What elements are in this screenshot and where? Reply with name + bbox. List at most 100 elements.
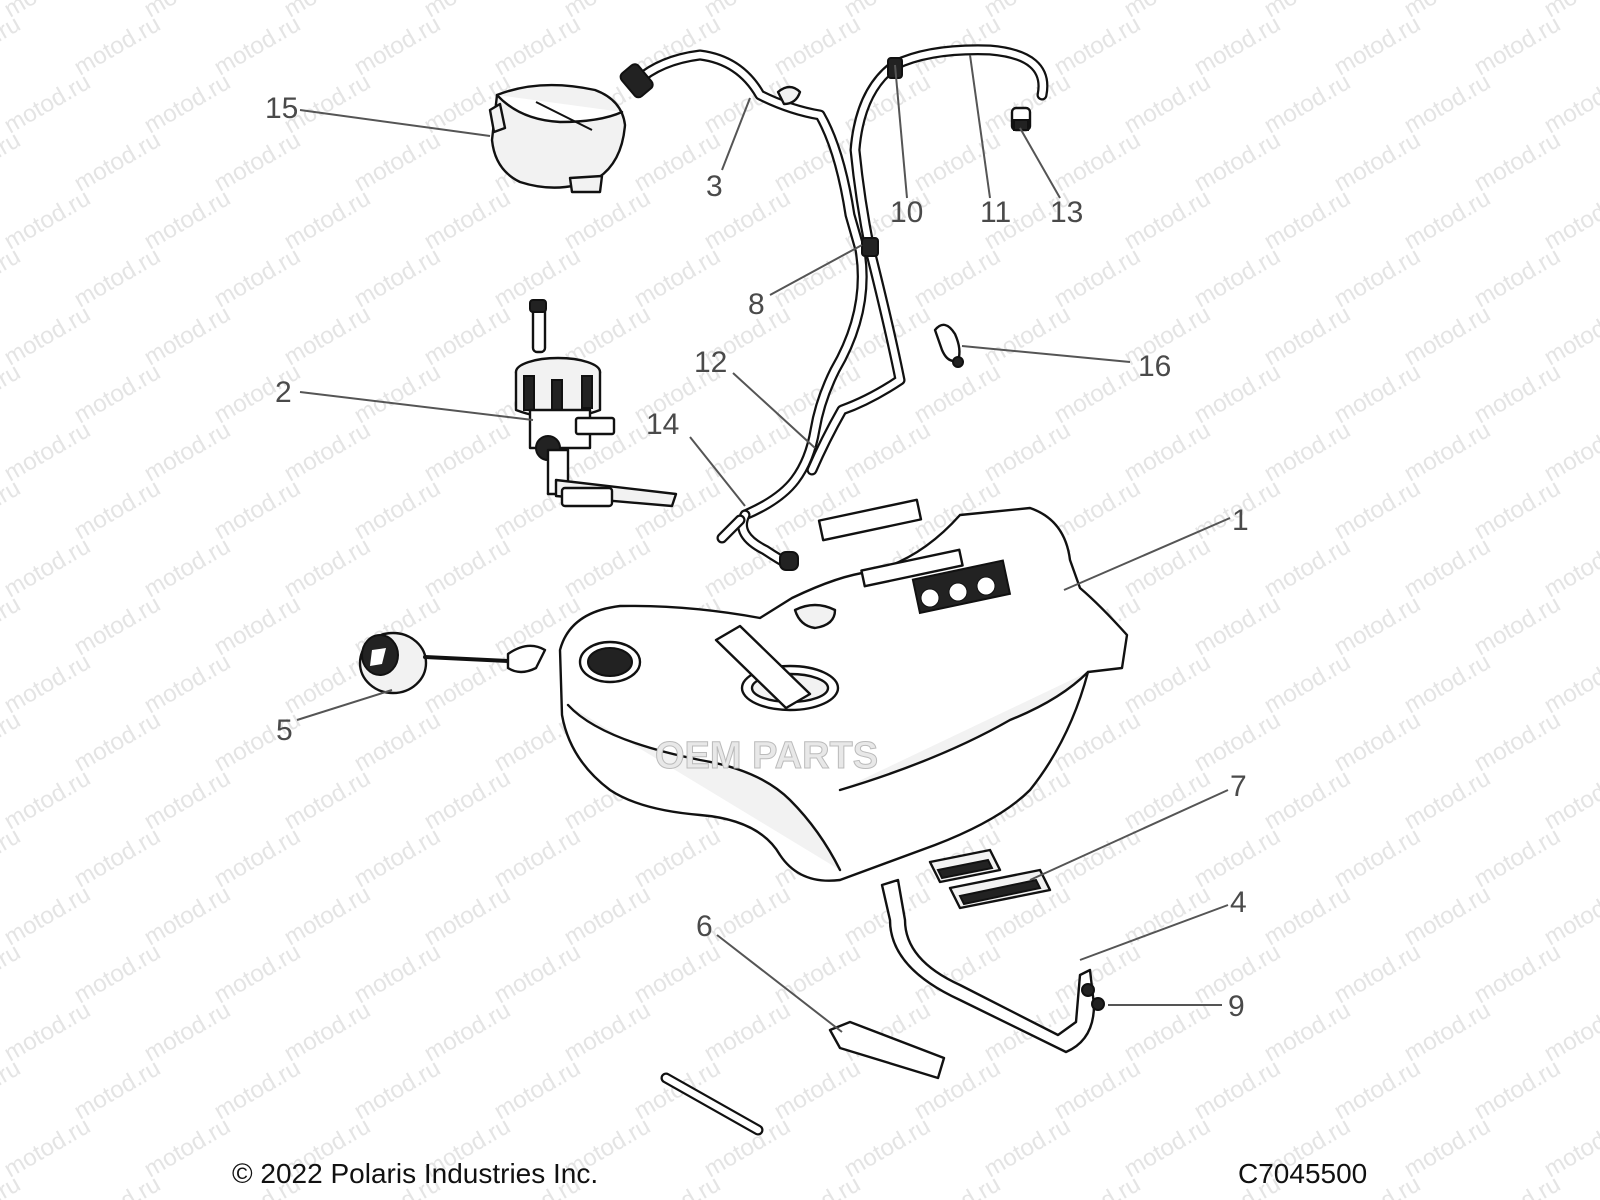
callout-5: 5	[276, 714, 293, 747]
watermark-text: motod.ru	[140, 68, 236, 139]
copyright-text: © 2022 Polaris Industries Inc.	[232, 1158, 599, 1189]
leader-7	[1029, 789, 1229, 881]
leader-8	[769, 244, 863, 296]
watermark-text: motod.ru	[770, 10, 866, 81]
watermark-text: motod.ru	[350, 10, 446, 81]
watermark-text: motod.ru	[0, 1054, 25, 1125]
watermark-text: motod.ru	[0, 706, 25, 777]
watermark-text: motod.ru	[1260, 648, 1356, 719]
watermark-text: motod.ru	[1330, 126, 1426, 197]
leader-13	[1019, 127, 1061, 199]
watermark-text: motod.ru	[70, 474, 166, 545]
watermark-text: motod.ru	[1050, 126, 1146, 197]
watermark-text: motod.ru	[210, 10, 306, 81]
rod-part	[660, 1072, 764, 1136]
watermark-text: motod.ru	[70, 1170, 166, 1200]
watermark-text: motod.ru	[70, 242, 166, 313]
leader-12	[732, 372, 816, 449]
watermark-text: motod.ru	[0, 242, 25, 313]
watermark-text: motod.ru	[980, 1112, 1076, 1183]
leader-15	[299, 109, 491, 137]
watermark-text: motod.ru	[140, 1112, 236, 1183]
callout-3: 3	[706, 170, 723, 203]
watermark-text: motod.ru	[910, 358, 1006, 429]
watermark-text: motod.ru	[140, 880, 236, 951]
callout-14: 14	[646, 408, 679, 441]
watermark-text: motod.ru	[1470, 590, 1566, 661]
watermark-text: motod.ru	[1330, 474, 1426, 545]
watermark-text: motod.ru	[630, 938, 726, 1009]
watermark-text: motod.ru	[1330, 1054, 1426, 1125]
watermark-text: motod.ru	[1120, 764, 1216, 835]
watermark-text: motod.ru	[350, 242, 446, 313]
watermark-text: motod.ru	[1190, 1054, 1286, 1125]
callout-labels: 15 3 10 11 13 8 16 2 12 14 1 5 7 4 9 6	[265, 92, 1249, 1023]
watermark-text: motod.ru	[140, 532, 236, 603]
watermark-text: motod.ru	[1050, 242, 1146, 313]
watermark-text: motod.ru	[1120, 416, 1216, 487]
watermark-text: motod.ru	[1400, 300, 1496, 371]
watermark-text: motod.ru	[280, 764, 376, 835]
watermark-text: motod.ru	[350, 938, 446, 1009]
leader-11	[969, 54, 991, 199]
watermark-text: motod.ru	[1400, 532, 1496, 603]
watermark-text: motod.ru	[0, 474, 25, 545]
leader-5	[296, 689, 393, 721]
watermark-text: motod.ru	[1190, 358, 1286, 429]
leader-4	[1079, 904, 1229, 961]
watermark-text: motod.ru	[0, 648, 95, 719]
watermark-text: motod.ru	[770, 1170, 866, 1200]
watermark-text: motod.ru	[70, 358, 166, 429]
watermark-text: motod.ru	[1470, 242, 1566, 313]
watermark-text: motod.ru	[630, 474, 726, 545]
watermark-text: motod.ru	[70, 1054, 166, 1125]
watermark-text: motod.ru	[700, 880, 796, 951]
watermark-text: motod.ru	[210, 938, 306, 1009]
watermark-text: motod.ru	[630, 242, 726, 313]
watermark-text: motod.ru	[70, 706, 166, 777]
watermark-text: motod.ru	[0, 880, 95, 951]
watermark-text: motod.ru	[140, 300, 236, 371]
watermark-text: motod.ru	[0, 416, 95, 487]
watermark-text: motod.ru	[560, 184, 656, 255]
watermark-text: motod.ru	[280, 300, 376, 371]
watermark-text: motod.ru	[280, 996, 376, 1067]
part-15-fuel-pump-cover	[488, 83, 627, 194]
watermark-text: motod.ru	[420, 764, 516, 835]
watermark-text: motod.ru	[1050, 822, 1146, 893]
watermark-text: motod.ru	[280, 184, 376, 255]
watermark-text: motod.ru	[1470, 706, 1566, 777]
watermark-text: motod.ru	[140, 184, 236, 255]
watermark-text: motod.ru	[1400, 648, 1496, 719]
watermark-text: motod.ru	[1190, 10, 1286, 81]
watermark-text: motod.ru	[1120, 648, 1216, 719]
watermark-text: motod.ru	[420, 880, 516, 951]
watermark-text: motod.ru	[350, 706, 446, 777]
watermark-text: motod.ru	[0, 68, 95, 139]
watermark-text: motod.ru	[1470, 1054, 1566, 1125]
watermark-text: motod.ru	[770, 1054, 866, 1125]
watermark-text: motod.ru	[840, 1112, 936, 1183]
leader-6	[716, 934, 843, 1033]
watermark-text: motod.ru	[0, 358, 25, 429]
watermark-text: motod.ru	[0, 996, 95, 1067]
watermark-text: motod.ru	[1400, 996, 1496, 1067]
watermark-text: motod.ru	[280, 416, 376, 487]
watermark-text: motod.ru	[280, 880, 376, 951]
watermark-text: motod.ru	[1400, 880, 1496, 951]
callout-11: 11	[980, 196, 1011, 229]
watermark-text: motod.ru	[560, 880, 656, 951]
watermark-text: motod.ru	[910, 126, 1006, 197]
part-16-clip	[933, 323, 964, 368]
watermark-text: motod.ru	[1260, 300, 1356, 371]
watermark-text: motod.ru	[1120, 68, 1216, 139]
watermark-text: motod.ru	[210, 1054, 306, 1125]
watermark-text: motod.ru	[770, 126, 866, 197]
watermark-text: motod.ru	[210, 590, 306, 661]
watermark-text: motod.ru	[210, 474, 306, 545]
leader-lines	[296, 54, 1231, 1033]
watermark-text: motod.ru	[1120, 996, 1216, 1067]
leader-1	[1063, 517, 1231, 591]
watermark-text: motod.ru	[630, 822, 726, 893]
watermark-text: motod.ru	[1400, 1112, 1496, 1183]
